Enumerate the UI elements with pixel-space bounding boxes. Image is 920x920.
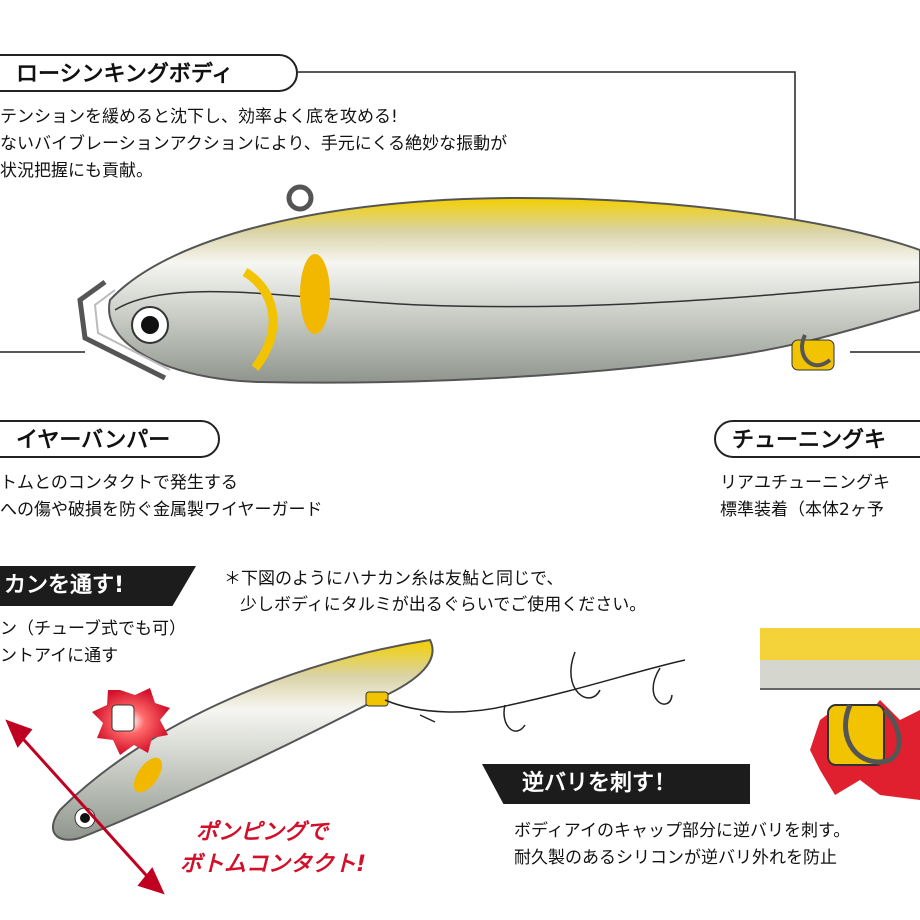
tuning-title: チューニングキ bbox=[714, 420, 920, 458]
note-line-1: ＊下図のようにハナカン糸は友鮎と同じで、 bbox=[224, 569, 564, 589]
hanakan-line-1: ン（チューブ式でも可） bbox=[0, 619, 186, 639]
wire-bumper-title: イヤーバンパー bbox=[0, 420, 220, 458]
tuning-line-1: リアユチューニングキ bbox=[720, 473, 890, 493]
line-and-hooks bbox=[384, 651, 686, 732]
red-burst-left bbox=[92, 688, 170, 755]
slow-sinking-line-2: ないバイブレーションアクションにより、手元にくる絶妙な振動が bbox=[0, 134, 508, 154]
hanakan-banner: カンを通す! bbox=[0, 566, 196, 606]
pumping-line-2: ボトムコンタクト! bbox=[180, 852, 367, 877]
slow-sinking-title: ローシンキングボディ bbox=[0, 54, 298, 92]
tuning-line-2: 標準装着（本体2ヶ予 bbox=[720, 500, 884, 520]
closeup-image bbox=[760, 628, 920, 800]
small-lure-body bbox=[51, 638, 434, 841]
note-line-2: 少しボディにタルミが出るぐらいでご使用ください。 bbox=[240, 595, 647, 615]
main-lure-body bbox=[77, 184, 920, 384]
reverse-hook-line-2: 耐久製のあるシリコンが逆バリ外れを防止 bbox=[514, 848, 837, 868]
slow-sinking-line-3: 状況把握にも貢献。 bbox=[0, 161, 153, 181]
wire-bumper-line-2: への傷や破損を防ぐ金属製ワイヤーガード bbox=[0, 500, 323, 520]
pumping-line-1: ポンピングで bbox=[196, 820, 329, 845]
wire-bumper-line-1: トムとのコンタクトで発生する bbox=[0, 473, 238, 493]
pumping-arrows bbox=[5, 719, 165, 895]
reverse-hook-line-1: ボディアイのキャップ部分に逆バリを刺す。 bbox=[514, 821, 851, 841]
hanakan-line-2: ントアイに通す bbox=[0, 646, 119, 666]
slow-sinking-line-1: テンションを緩めると沈下し、効率よく底を攻める! bbox=[0, 107, 398, 127]
callout-lines bbox=[0, 71, 920, 353]
reverse-hook-banner: 逆バリを刺す！ bbox=[482, 764, 750, 804]
